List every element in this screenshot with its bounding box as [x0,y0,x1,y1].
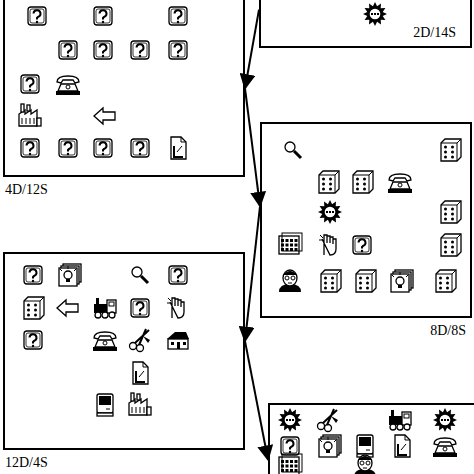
q-icon [21,139,39,157]
arrow-icon [57,300,78,316]
bulb-icon [319,435,341,457]
phone-icon [56,76,80,95]
panel-caption: 12D/4S [5,456,48,470]
q-icon [169,41,187,59]
sun-icon [318,200,342,224]
hand-icon [167,298,184,318]
dice-icon [441,201,461,223]
q-icon [131,139,149,157]
q-icon [28,7,46,25]
panel-caption: 2D/14S [413,26,456,40]
q-icon [94,7,112,25]
doc-icon [395,435,410,457]
house-icon [167,332,189,349]
hand-icon [319,235,336,255]
doc-icon [171,137,186,159]
factory-icon [129,393,151,415]
sun-icon [278,408,302,432]
icon-panel [268,403,474,474]
sun-icon [363,2,387,26]
bulb-icon [391,270,413,292]
cal-icon [279,233,302,254]
dice-icon [356,270,376,292]
q-icon [24,331,42,349]
dice-icon [24,297,44,319]
q-icon [59,41,77,59]
factory-icon [19,104,41,126]
dice-icon [319,171,339,193]
dice-icon [441,139,461,161]
flow-arrow [245,89,260,207]
icon-panel: 8D/8S [260,122,472,318]
q-icon [169,266,187,284]
q-icon [24,266,42,284]
q-icon [59,139,77,157]
flow-arrow [245,10,259,89]
q-icon [131,299,149,317]
cal-icon [279,454,302,474]
flow-arrow [245,206,260,341]
mac-icon [357,435,373,457]
bulb-icon [59,264,81,286]
scis-icon [318,409,339,432]
panel-caption: 4D/12S [5,183,48,197]
person-icon [279,270,301,292]
dice-icon [436,270,456,292]
icon-panel: 4D/12S [3,0,245,177]
dice-icon [321,270,341,292]
sun-icon [433,408,457,432]
q-icon [94,139,112,157]
flow-arrow [245,341,268,460]
doc-icon [133,362,148,384]
phone-icon [433,438,457,457]
q-icon [94,41,112,59]
q-icon [169,7,187,25]
q-icon [281,437,299,455]
dice-icon [353,171,373,193]
phone-icon [388,174,412,193]
panel-caption: 8D/8S [430,324,466,338]
q-icon [21,75,39,93]
scis-icon [130,329,151,352]
dice-icon [441,234,461,256]
icon-panel: 12D/4S [3,252,245,450]
mag-icon [132,267,148,283]
mag-icon [285,142,301,158]
phone-icon [93,332,117,351]
icon-panel: 2D/14S [259,0,472,48]
person-icon [354,455,376,474]
q-icon [131,41,149,59]
q-icon [353,236,371,254]
mac-icon [97,394,113,416]
train-icon [389,410,411,430]
arrow-icon [94,108,115,124]
train-icon [94,298,116,318]
